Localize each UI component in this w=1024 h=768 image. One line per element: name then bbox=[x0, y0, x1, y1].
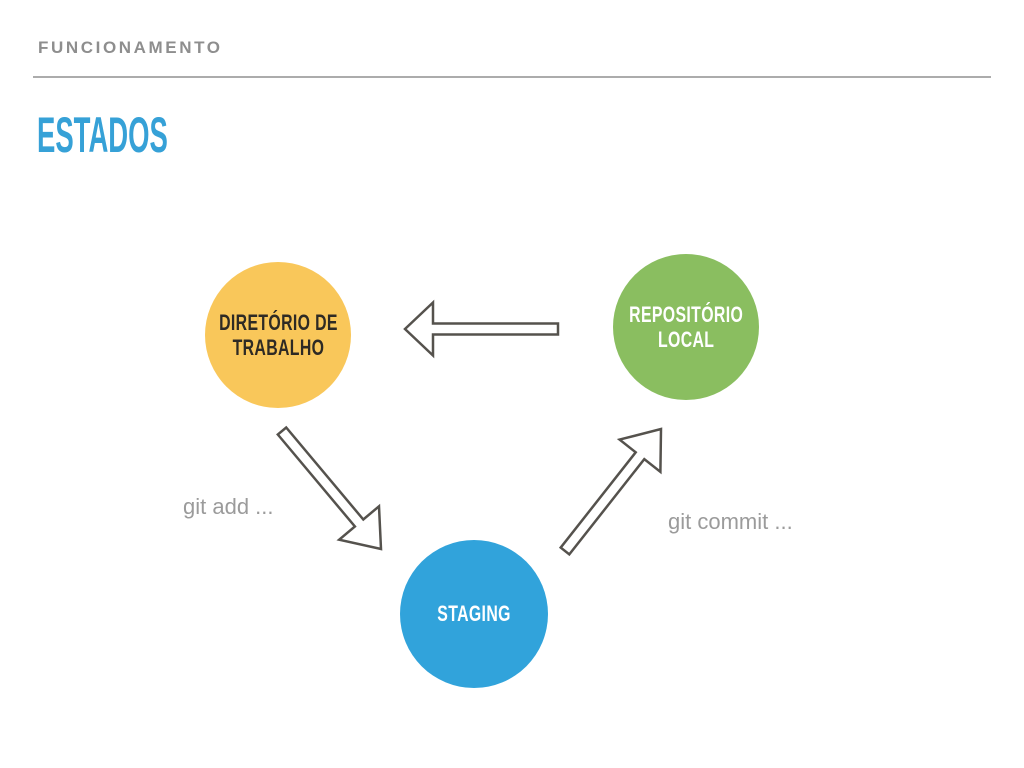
header-divider bbox=[33, 76, 991, 78]
node-diretorio-de-trabalho: DIRETÓRIO DE TRABALHO bbox=[205, 262, 351, 408]
node-repositorio-local: REPOSITÓRIO LOCAL bbox=[613, 254, 759, 400]
node-diretorio-de-trabalho-label: DIRETÓRIO DE TRABALHO bbox=[218, 309, 338, 360]
arrow-local-repo-to-worktree-icon bbox=[403, 299, 560, 359]
page-title: ESTADOS bbox=[37, 110, 275, 160]
section-label: FUNCIONAMENTO bbox=[38, 38, 223, 57]
page-title-text: ESTADOS bbox=[37, 107, 168, 163]
arrow-git-commit-icon bbox=[558, 427, 663, 557]
node-repositorio-local-label: REPOSITÓRIO LOCAL bbox=[629, 301, 743, 352]
node-staging-label: STAGING bbox=[437, 601, 511, 627]
node-staging: STAGING bbox=[400, 540, 548, 688]
git-commit-label: git commit ... bbox=[668, 509, 793, 534]
git-add-label: git add ... bbox=[183, 494, 274, 519]
arrow-git-add-icon bbox=[276, 425, 383, 551]
